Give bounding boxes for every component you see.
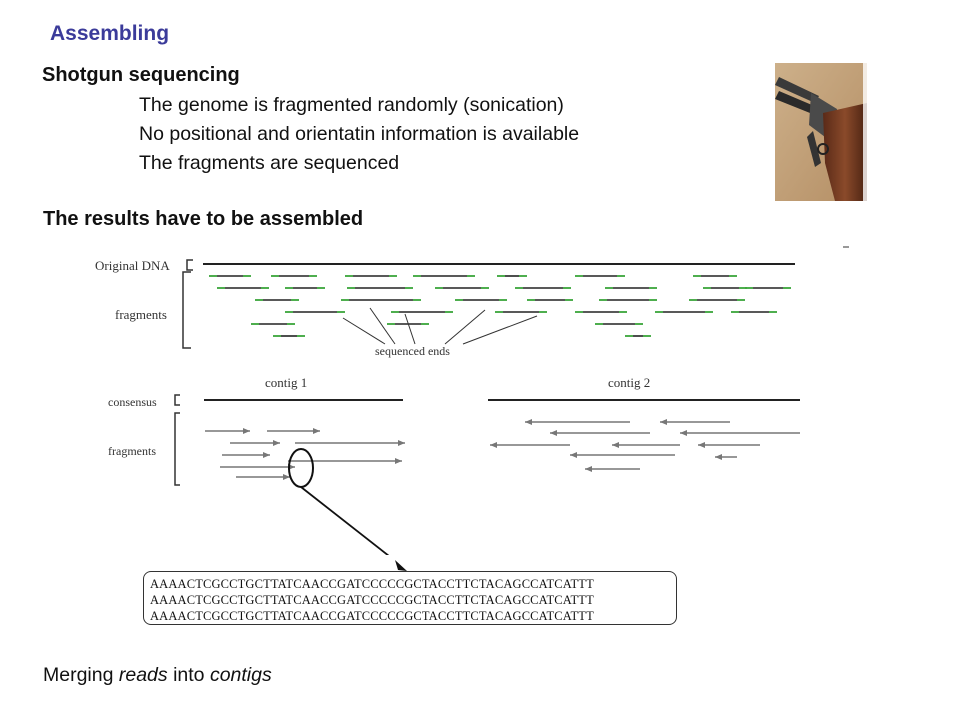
arrow-head (490, 442, 497, 448)
shotgun-photo (775, 63, 867, 201)
arrow-head (263, 452, 270, 458)
bullet-item: No positional and orientatin information… (139, 123, 580, 145)
footer-reads: reads (118, 664, 168, 686)
bullet-item: The fragments are sequenced (139, 152, 400, 174)
sequence-read: AAAACTCGCCTGCTTATCAACCGATCCCCCGCTACCTTCT… (150, 577, 594, 591)
results-heading: The results have to be assembled (43, 208, 364, 230)
arrow-head (612, 442, 619, 448)
fragments-label: fragments (108, 444, 156, 458)
arrow-head (680, 430, 687, 436)
footer-caption: Merging reads into contigs (43, 664, 272, 687)
arrow-head (660, 419, 667, 425)
arrow-head (570, 452, 577, 458)
arrow-head (395, 458, 402, 464)
consensus-label: consensus (108, 395, 157, 409)
arrow-head (550, 430, 557, 436)
footer-middle: into (167, 664, 210, 686)
sequenced-ends-label: sequenced ends (375, 344, 450, 358)
arrow-head (283, 474, 290, 480)
fragment-arrows (205, 419, 800, 480)
contig-diagram: contig 1 contig 2 consensus fragments (108, 375, 800, 555)
fragment-reads (209, 275, 791, 337)
slide-title: Assembling (50, 22, 170, 45)
fragments-diagram: Original DNA fragments sequenced ends (95, 246, 849, 358)
bullet-item: The genome is fragmented randomly (sonic… (139, 94, 564, 116)
bracket (174, 412, 180, 486)
arrow-head (273, 440, 280, 446)
fragments-label: fragments (115, 307, 167, 322)
original-dna-label: Original DNA (95, 258, 170, 273)
footer-prefix: Merging (43, 664, 119, 686)
arrow-head (698, 442, 705, 448)
arrow-head (715, 454, 722, 460)
sequence-alignment-box: AAAACTCGCCTGCTTATCAACCGATCCCCCGCTACCTTCT… (143, 571, 677, 625)
contig1-label: contig 1 (265, 375, 307, 390)
contig2-label: contig 2 (608, 375, 650, 390)
footer-contigs: contigs (209, 664, 272, 686)
arrow-head (585, 466, 592, 472)
arrow-head (525, 419, 532, 425)
bracket (186, 259, 193, 271)
arrow-head (398, 440, 405, 446)
pointer-arrows (342, 307, 538, 345)
bracket (174, 394, 180, 406)
sequence-read: AAAACTCGCCTGCTTATCAACCGATCCCCCGCTACCTTCT… (150, 609, 594, 623)
section-heading: Shotgun sequencing (42, 64, 240, 86)
arrow-head (243, 428, 250, 434)
zoom-arrow-head (395, 560, 407, 571)
bracket (182, 271, 191, 349)
zoom-arrow-line (300, 486, 390, 555)
arrow-head (313, 428, 320, 434)
sequence-read: AAAACTCGCCTGCTTATCAACCGATCCCCCGCTACCTTCT… (150, 593, 594, 607)
